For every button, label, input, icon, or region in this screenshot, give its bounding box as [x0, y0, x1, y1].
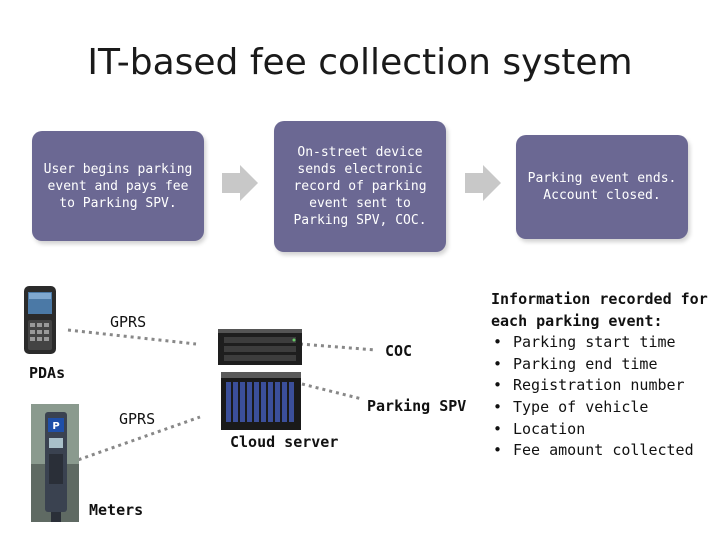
page-title: IT-based fee collection system — [87, 42, 633, 83]
gprs-label-top: GPRS — [110, 313, 147, 331]
info-panel: Information recorded for each parking ev… — [491, 289, 716, 462]
pda-device-icon — [24, 286, 56, 354]
gprs-label-bottom: GPRS — [119, 410, 156, 428]
parking-meter-icon: P — [31, 404, 79, 522]
step-send-record-text: On-street device sends electronic record… — [293, 145, 427, 228]
list-item: Parking end time — [491, 354, 716, 376]
step-begin-parking: User begins parking event and pays fee t… — [32, 131, 204, 241]
step-send-record: On-street device sends electronic record… — [274, 121, 446, 252]
info-heading: Information recorded for each parking ev… — [491, 290, 708, 330]
coc-server-icon — [218, 329, 302, 365]
coc-label: COC — [385, 342, 413, 360]
meters-label: Meters — [89, 501, 144, 519]
list-item: Registration number — [491, 375, 716, 397]
coc-link — [299, 342, 377, 352]
right-arrow-icon — [465, 165, 501, 201]
step-event-ends: Parking event ends. Account closed. — [516, 135, 688, 239]
gprs-link-pda — [67, 328, 197, 346]
list-item: Parking start time — [491, 332, 716, 354]
list-item: Fee amount collected — [491, 440, 716, 462]
right-arrow-icon — [222, 165, 258, 201]
list-item: Type of vehicle — [491, 397, 716, 419]
info-list: Parking start time Parking end time Regi… — [491, 332, 716, 462]
pdas-label: PDAs — [29, 364, 66, 382]
cloud-server-icon — [221, 372, 301, 430]
list-item: Location — [491, 419, 716, 441]
svg-text:P: P — [52, 421, 59, 432]
step-event-ends-text: Parking event ends. Account closed. — [527, 171, 677, 203]
cloud-server-label: Cloud server — [230, 433, 339, 451]
parking-spv-label: Parking SPV — [367, 397, 467, 415]
gprs-link-meter — [71, 415, 201, 464]
step-begin-parking-text: User begins parking event and pays fee t… — [43, 161, 193, 211]
spv-link — [301, 382, 363, 401]
